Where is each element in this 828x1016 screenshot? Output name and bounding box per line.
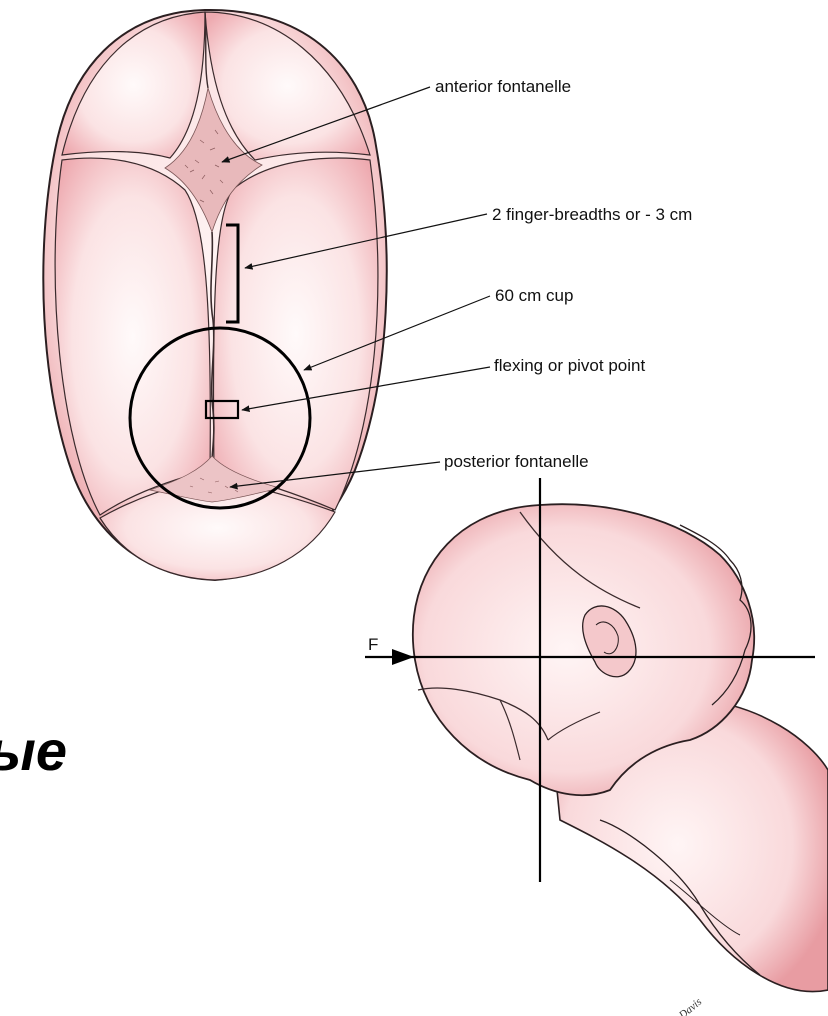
label-pivot-point: flexing or pivot point (494, 356, 645, 375)
force-arrowhead (392, 649, 414, 665)
label-cup: 60 cm cup (495, 286, 573, 305)
head-side-view: F Davis (365, 478, 828, 1016)
partial-heading-text: ые (0, 719, 67, 782)
skull-top-view (43, 10, 386, 580)
label-posterior-fontanelle: posterior fontanelle (444, 452, 589, 471)
parietal-bone-right (213, 158, 377, 510)
force-label: F (368, 635, 378, 654)
label-finger-breadths: 2 finger-breadths or - 3 cm (492, 205, 692, 224)
artist-signature: Davis (676, 996, 704, 1016)
label-anterior-fontanelle: anterior fontanelle (435, 77, 571, 96)
